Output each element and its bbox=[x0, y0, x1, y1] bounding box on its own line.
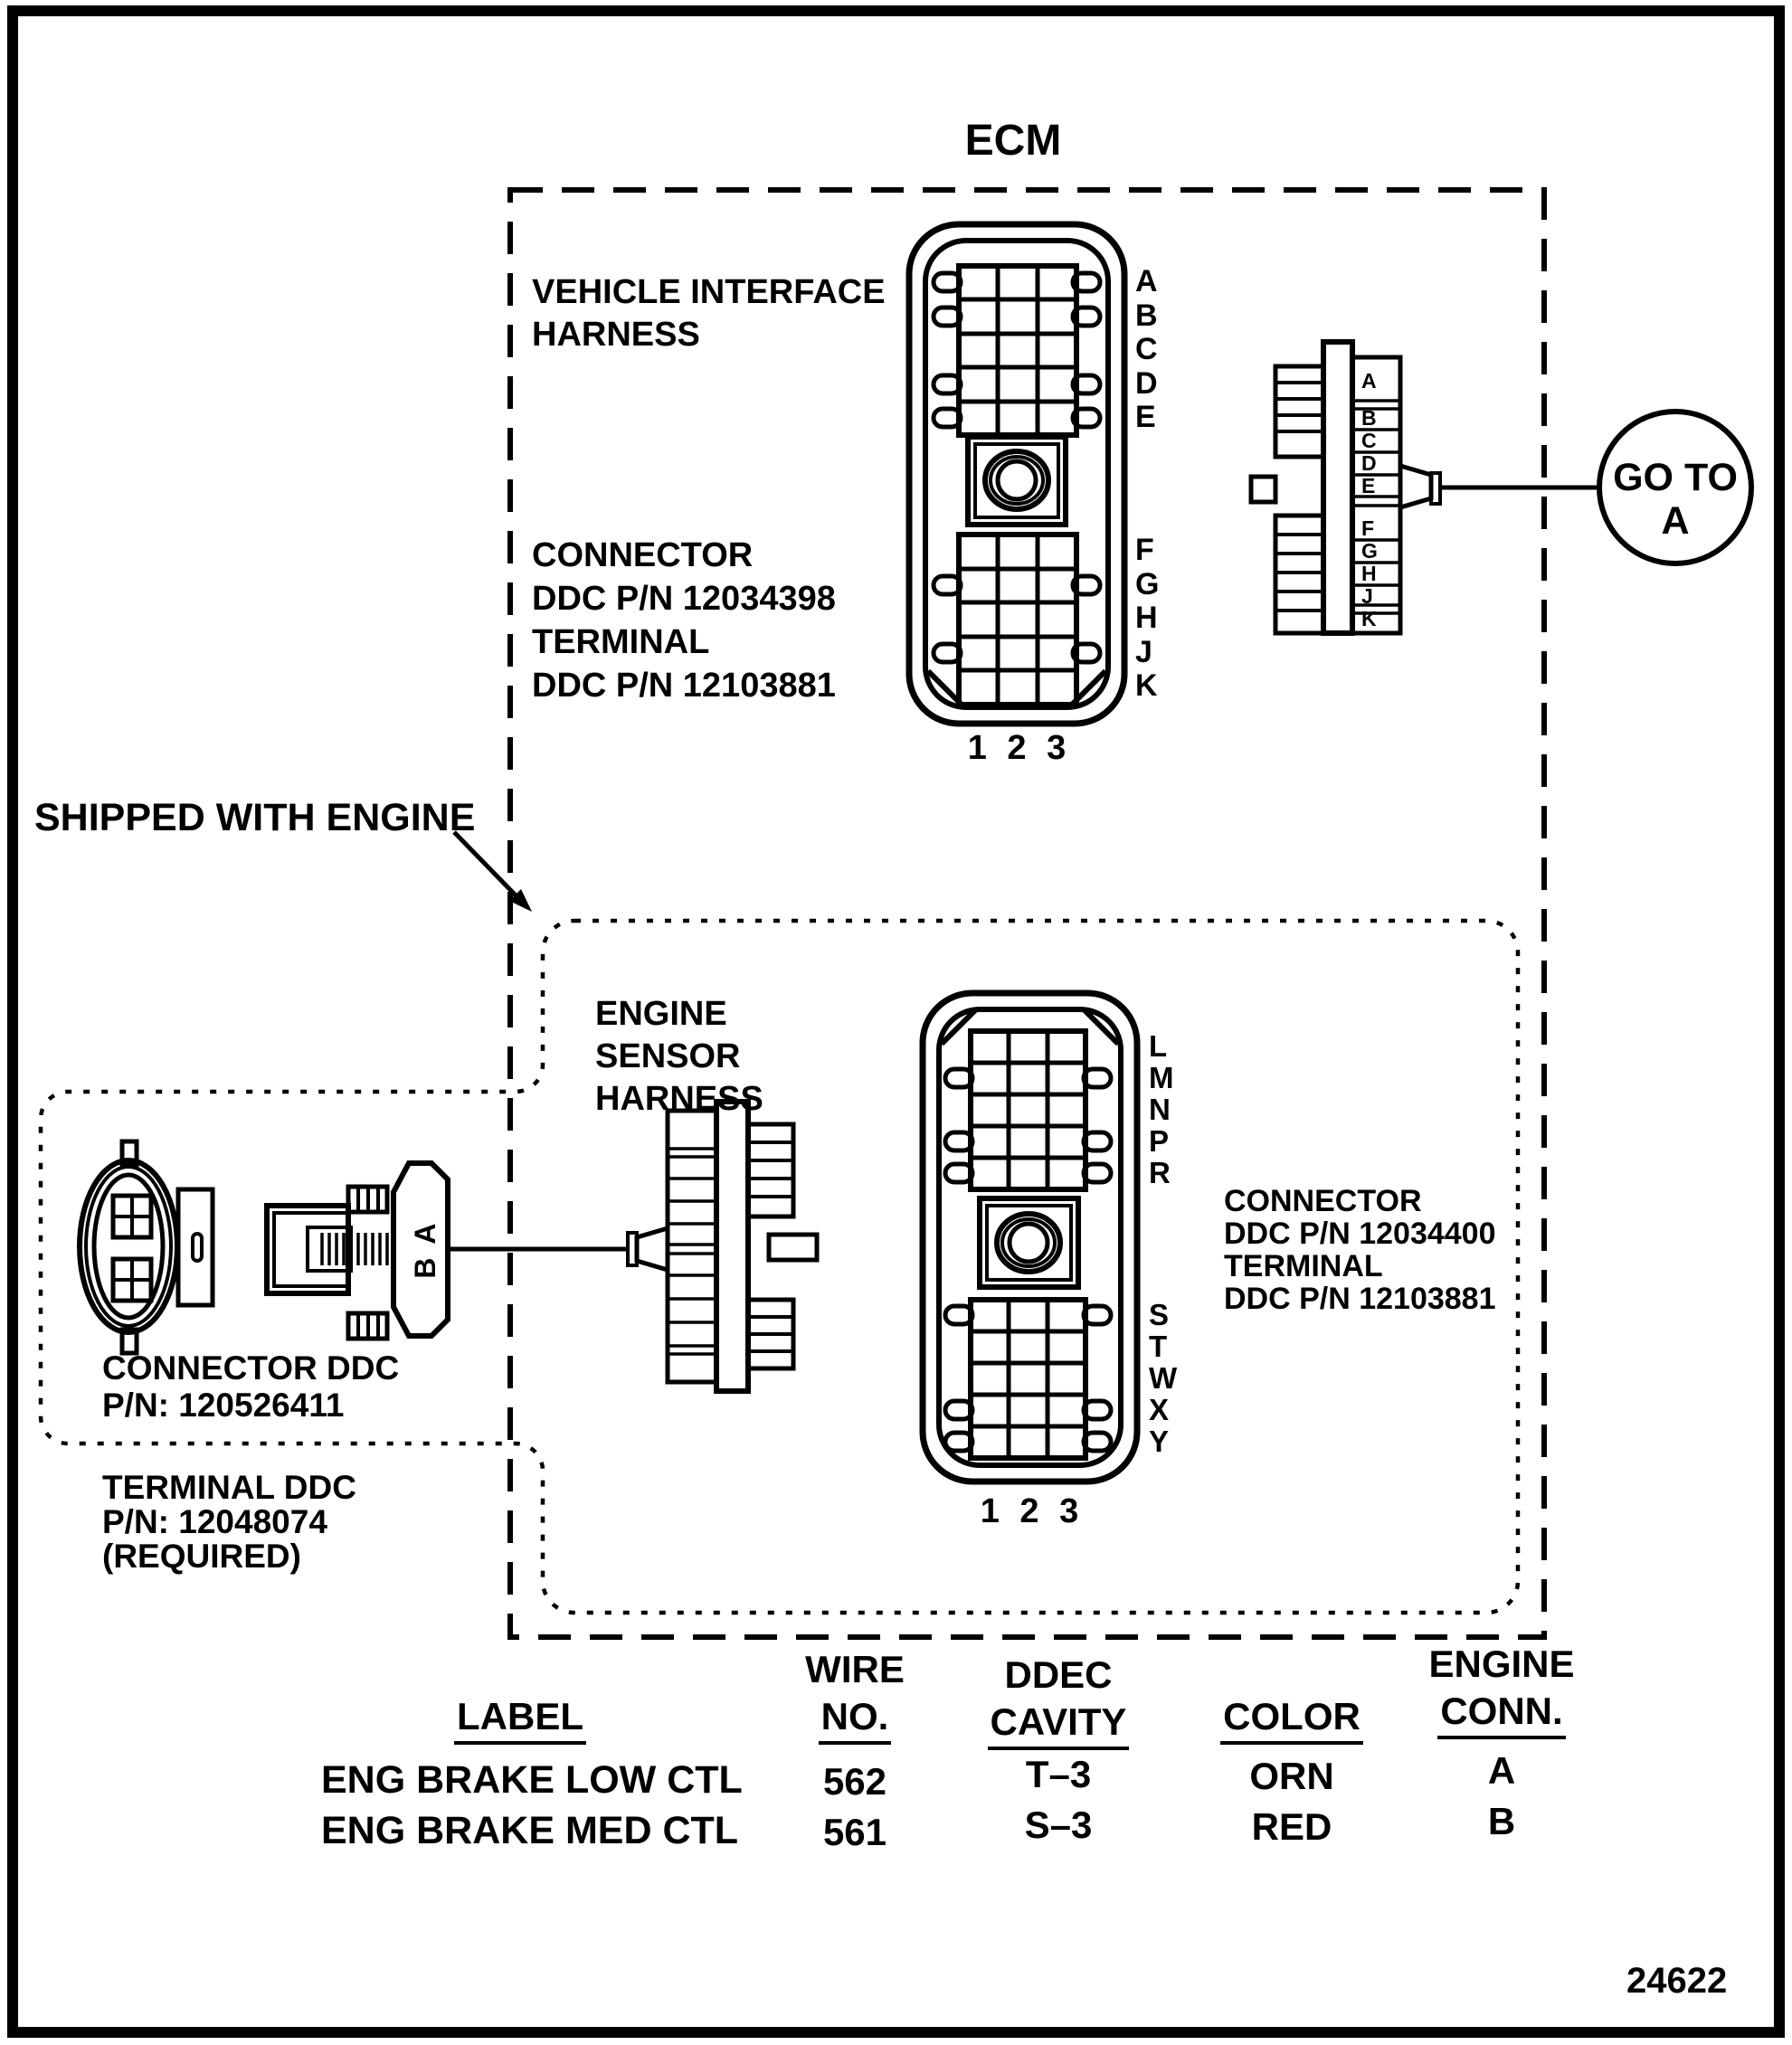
table-row-2-wire: 561 bbox=[822, 1811, 887, 1853]
col-header-cavity: CAVITY bbox=[977, 1700, 1140, 1750]
interface-plug-pin-a: A bbox=[1361, 369, 1377, 393]
shipped-with-engine-label: SHIPPED WITH ENGINE bbox=[34, 796, 476, 839]
col-header-ddec: DDEC bbox=[1004, 1653, 1113, 1696]
page-border bbox=[7, 5, 1785, 2038]
col-header-engine: ENGINE bbox=[1428, 1643, 1575, 1685]
table-row-1-color: ORN bbox=[1249, 1755, 1334, 1797]
col-header-wire-no: NO. bbox=[773, 1695, 936, 1745]
col-header-conn: CONN. bbox=[1420, 1690, 1583, 1739]
col-header-color: COLOR bbox=[1210, 1695, 1373, 1745]
table-row-2-label: ENG BRAKE MED CTL bbox=[321, 1809, 739, 1852]
col-header-label: LABEL bbox=[412, 1695, 629, 1745]
ecm-connector-engine-sensor bbox=[919, 989, 1141, 1485]
connector2-cavity-columns: 1 2 3 bbox=[980, 1492, 1079, 1530]
engine-plug-pin-b: B bbox=[409, 1257, 441, 1279]
ecm-dashed-box bbox=[507, 187, 1547, 1640]
table-row-1-cavity: T–3 bbox=[1025, 1753, 1092, 1795]
table-row-2-cavity: S–3 bbox=[1024, 1804, 1093, 1846]
col-header-wire: WIRE bbox=[805, 1648, 905, 1690]
table-row-2-color: RED bbox=[1251, 1805, 1332, 1848]
vehicle-interface-plug-side-view bbox=[1248, 339, 1442, 636]
ecm-connector-vehicle-interface bbox=[905, 221, 1128, 727]
shipped-with-engine-dotted-box bbox=[38, 918, 1521, 1615]
engine-brake-plug-side-view bbox=[264, 1160, 450, 1341]
engine-brake-connector-front-view bbox=[77, 1139, 215, 1356]
drawing-number: 24622 bbox=[1626, 1961, 1728, 2001]
table-row-1-conn: A bbox=[1487, 1749, 1516, 1792]
ecm-title: ECM bbox=[964, 117, 1062, 165]
shipped-with-engine-arrow bbox=[452, 830, 532, 912]
goto-a-circle bbox=[1597, 409, 1754, 566]
table-row-1-wire: 562 bbox=[822, 1760, 887, 1803]
table-row-1-label: ENG BRAKE LOW CTL bbox=[321, 1758, 743, 1802]
table-row-2-conn: B bbox=[1487, 1800, 1516, 1842]
connector1-cavity-columns: 1 2 3 bbox=[967, 729, 1067, 767]
engine-sensor-plug-side-view bbox=[626, 1099, 820, 1394]
engine-plug-pin-a: A bbox=[409, 1223, 441, 1245]
